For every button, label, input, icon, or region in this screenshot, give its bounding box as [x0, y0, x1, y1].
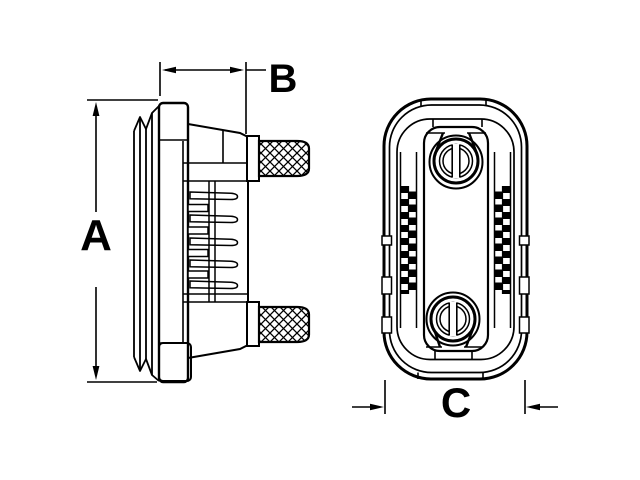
boss-fangs — [432, 132, 478, 348]
latch-teeth-right — [494, 186, 511, 294]
side-view — [133, 101, 311, 384]
spring-fin — [189, 259, 239, 269]
wall-tab — [518, 276, 530, 295]
ring-bottom-block — [158, 342, 192, 382]
spring-coil-back — [187, 226, 209, 235]
dimension-c: C — [352, 379, 558, 426]
spring-coil-back — [187, 248, 209, 258]
wall-tab — [381, 316, 393, 334]
dim-b-label: B — [269, 57, 298, 101]
dim-a-arrow-up — [92, 102, 100, 116]
side-wall-tabs — [381, 235, 530, 334]
dim-b-arrow-right — [230, 66, 244, 74]
spring-fin — [189, 280, 239, 290]
stud-base-bottom — [246, 301, 260, 347]
mounting-ring-lines — [159, 139, 188, 344]
dim-b-arrow-left — [162, 66, 176, 74]
stud-knurl-bottom — [257, 305, 311, 344]
center-shaft-lines — [208, 181, 216, 302]
wall-tab — [518, 235, 530, 246]
screw-slot — [451, 144, 461, 178]
dim-a-arrow-down — [92, 366, 100, 380]
screw-top — [432, 137, 480, 185]
stud-base-top — [246, 135, 260, 182]
boss-shelf-lines — [426, 132, 486, 348]
spring-coil-back — [187, 203, 209, 213]
stud-knurl-top — [257, 139, 311, 178]
terminal-stud-top — [246, 135, 311, 182]
boot-bottom-profile — [133, 356, 160, 382]
cavity-outline — [422, 125, 490, 353]
screw-slot-clear — [452, 144, 460, 178]
coil-spring — [187, 191, 239, 290]
wall-tab — [381, 235, 393, 246]
latch-teeth-left — [400, 186, 417, 294]
spring-coil-back — [187, 270, 209, 279]
rubber-boot — [133, 105, 160, 382]
wall-tab — [381, 276, 393, 295]
screw-bottom — [429, 295, 477, 343]
terminal-stud-bottom — [246, 301, 311, 347]
screw-slot — [448, 302, 458, 336]
spring-fin — [189, 214, 239, 224]
screw-slot-clear — [449, 302, 457, 336]
dim-c-arrow-left — [370, 403, 384, 411]
dim-c-label: C — [441, 379, 471, 426]
rim-tab-ticks — [417, 99, 487, 379]
spring-fin — [189, 191, 239, 201]
dim-b-extension-lines — [159, 62, 247, 134]
dimension-a: A — [80, 99, 158, 383]
body-outline — [187, 123, 249, 359]
housing-inner-line-2 — [396, 118, 515, 361]
dim-a-label: A — [80, 211, 112, 260]
boot-top-profile — [133, 105, 160, 132]
front-view — [381, 97, 530, 381]
boot-ribs — [133, 113, 153, 375]
spring-fin — [189, 237, 239, 247]
dim-a-extension-lines — [87, 99, 158, 383]
dimension-b: B — [159, 57, 298, 134]
dim-c-arrow-right — [526, 403, 540, 411]
dim-c-extension-lines — [384, 380, 526, 414]
wall-tab — [518, 316, 530, 334]
